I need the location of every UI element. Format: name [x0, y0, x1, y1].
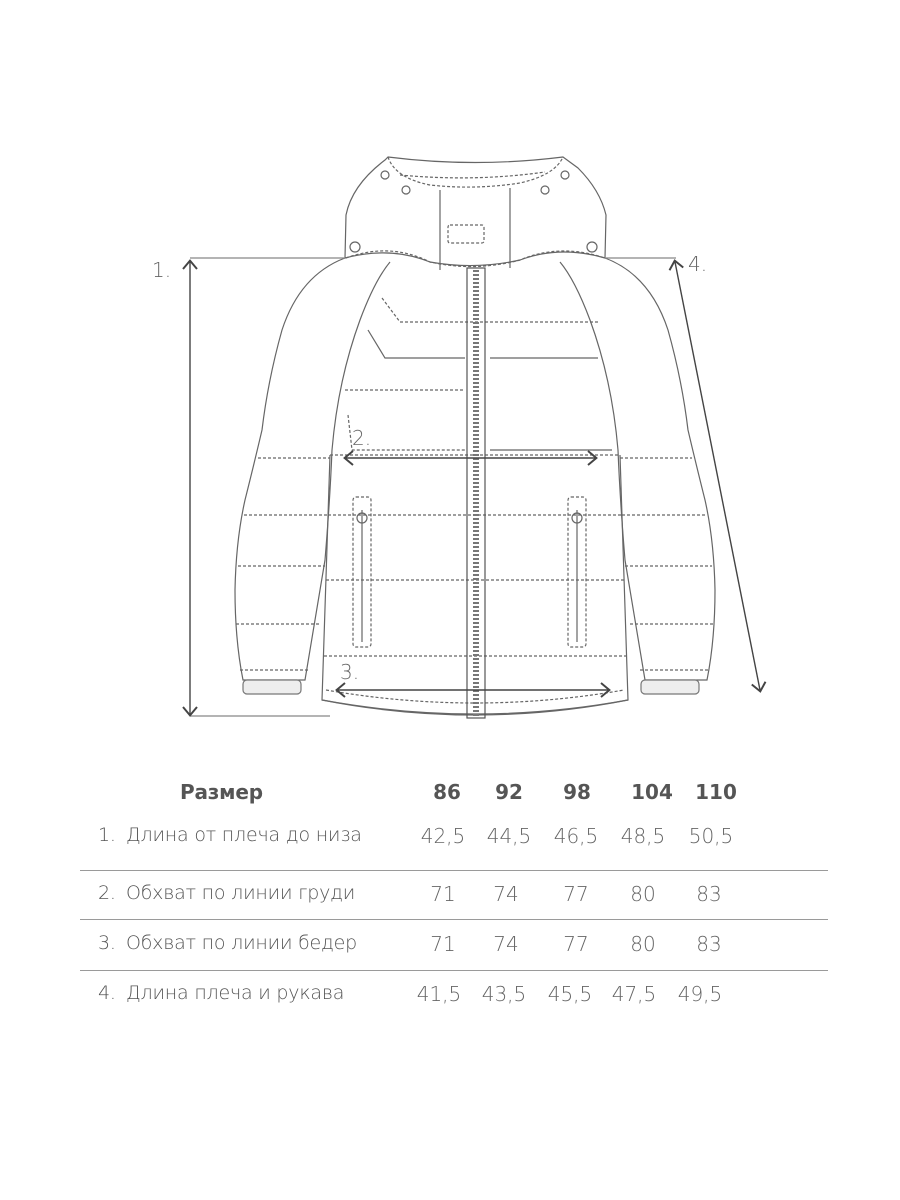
row-number: 2.	[98, 882, 116, 904]
row-value: 80	[630, 882, 656, 906]
row-value: 83	[696, 932, 722, 956]
row-value: 77	[563, 932, 589, 956]
measurement-label-2: 2.	[352, 426, 372, 450]
size-104: 104	[631, 780, 673, 804]
row-value: 77	[563, 882, 589, 906]
row-value: 50,5	[688, 824, 734, 848]
row-value: 46,5	[553, 824, 599, 848]
row-value: 80	[630, 932, 656, 956]
row-label: Обхват по линии груди	[126, 882, 356, 904]
row-value: 43,5	[481, 982, 527, 1006]
table-row: 1.Длина от плеча до низа 42,5 44,5 46,5 …	[80, 824, 828, 870]
row-value: 45,5	[547, 982, 593, 1006]
row-value: 44,5	[486, 824, 532, 848]
table-row: 2. Обхват по линии груди 71 74 77 80 83	[80, 882, 828, 932]
row-value: 71	[430, 932, 456, 956]
measurement-4-arrow	[668, 259, 767, 693]
size-header-label: Размер	[180, 780, 263, 804]
row-label: Длина от плеча до низа	[126, 824, 362, 846]
row-value: 49,5	[677, 982, 723, 1006]
measurement-label-4: 4.	[688, 252, 708, 276]
size-table: Размер 86 92 98 104 110 1. Длина от плеча…	[80, 780, 828, 1006]
row-value: 74	[493, 932, 519, 956]
row-value: 83	[696, 882, 722, 906]
measurement-label-3: 3.	[340, 660, 360, 684]
row-value: 41,5	[416, 982, 462, 1006]
row-divider	[80, 970, 828, 971]
row-value: 71	[430, 882, 456, 906]
row-value: 74	[493, 882, 519, 906]
table-row: 4. Длина плеча и рукава 41,5 43,5 45,5 47…	[80, 982, 828, 1032]
size-86: 86	[433, 780, 461, 804]
jacket-sketch-icon	[182, 156, 767, 719]
row-number: 3.	[98, 932, 116, 954]
size-110: 110	[695, 780, 737, 804]
size-table-header: Размер 86 92 98 104 110	[80, 780, 828, 824]
row-value: 48,5	[620, 824, 666, 848]
row-number: 1.	[98, 824, 116, 846]
row-divider	[80, 919, 828, 920]
jacket-measurement-diagram: 1. 2. 3. 4.	[152, 156, 767, 719]
size-92: 92	[495, 780, 523, 804]
measurement-label-1: 1.	[152, 258, 172, 282]
row-label: Длина плеча и рукава	[126, 982, 345, 1004]
table-row: 3. Обхват по линии бедер 71 74 77 80 83	[80, 932, 828, 982]
size-98: 98	[563, 780, 591, 804]
row-value: 47,5	[611, 982, 657, 1006]
row-value: 42,5	[420, 824, 466, 848]
row-label: Обхват по линии бедер	[126, 932, 358, 954]
row-number: 4.	[98, 982, 116, 1004]
row-divider	[80, 870, 828, 871]
